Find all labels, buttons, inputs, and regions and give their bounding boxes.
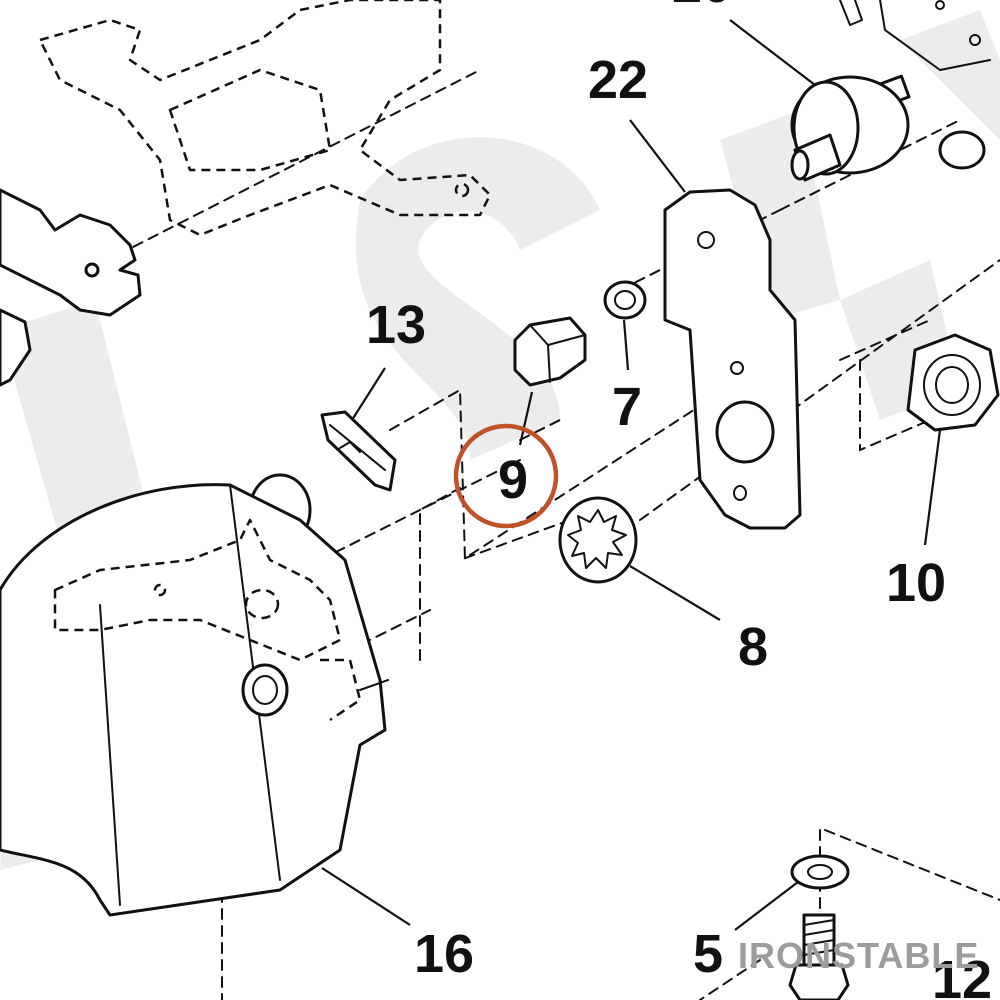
phantom-bracket-top — [38, 0, 492, 237]
lock-washer-part-7 — [603, 280, 647, 320]
callout-13: 13 — [366, 295, 426, 355]
callout-labels: 20 22 13 7 9 10 8 16 5 12 — [366, 0, 992, 1000]
highlight-circle — [453, 423, 559, 529]
leader-lines — [321, 19, 942, 931]
callout-8: 8 — [738, 617, 768, 677]
hex-nut-part-10 — [906, 333, 1000, 432]
callout-5: 5 — [693, 924, 723, 984]
washer-part-5 — [790, 854, 850, 890]
callout-7: 7 — [612, 377, 642, 437]
watermark-text: IRONSTABLE — [738, 935, 979, 976]
callout-10: 10 — [886, 553, 946, 613]
star-washer-part-8 — [558, 496, 638, 584]
callout-16: 16 — [414, 924, 474, 984]
callout-20: 20 — [672, 0, 732, 14]
bolt-part-12 — [788, 913, 850, 1000]
plate-part-22 — [663, 188, 802, 530]
cap-nut-part-9 — [513, 316, 587, 387]
housing-part-16 — [0, 473, 389, 917]
clip-part-13 — [320, 410, 397, 492]
callout-12: 12 — [932, 950, 992, 1000]
bumper-part-20 — [790, 0, 991, 182]
left-wing-bracket — [0, 188, 142, 387]
callout-22: 22 — [588, 50, 648, 110]
callout-9: 9 — [498, 450, 528, 510]
